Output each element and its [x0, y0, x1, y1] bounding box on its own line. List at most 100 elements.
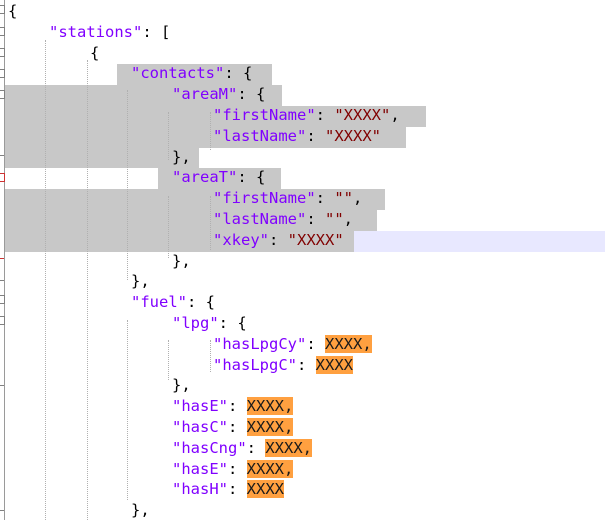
indent-guide: [127, 320, 128, 500]
selection-highlight: [5, 106, 426, 127]
code-line[interactable]: "contacts": {: [131, 63, 252, 84]
selection-highlight: [5, 147, 199, 169]
fold-toggle-icon[interactable]: [0, 90, 5, 99]
json-punctuation: {: [90, 43, 100, 62]
code-line[interactable]: },: [172, 147, 191, 168]
code-line[interactable]: "hasE": XXXX,: [172, 459, 294, 480]
json-punctuation: },: [172, 147, 191, 166]
indent-guide: [210, 112, 211, 150]
indent-guide: [210, 196, 211, 250]
json-punctuation: : {: [187, 293, 215, 312]
code-line[interactable]: "areaM": {: [172, 84, 265, 105]
selection-highlight: [5, 230, 354, 252]
fold-end-marker: [0, 155, 4, 156]
code-line[interactable]: "areaT": {: [172, 167, 265, 188]
json-punctuation: :: [315, 106, 335, 124]
code-line[interactable]: {: [90, 43, 99, 64]
indent-guide: [168, 340, 169, 380]
json-punctuation: :: [246, 438, 266, 457]
redacted-value: XXXX,: [246, 459, 294, 478]
current-line-highlight: [354, 230, 605, 252]
json-key: "stations": [49, 22, 143, 41]
code-line[interactable]: "lpg": {: [172, 313, 247, 334]
code-line[interactable]: "stations": [: [49, 22, 170, 43]
json-punctuation: :: [228, 480, 247, 499]
json-punctuation: :: [228, 418, 247, 436]
json-punctuation: },: [131, 272, 150, 291]
code-line[interactable]: "hasLpgC": XXXX: [213, 355, 353, 376]
json-punctuation: :: [306, 210, 325, 228]
fold-end-marker: [0, 258, 4, 259]
json-string: "XXXX": [334, 106, 391, 124]
json-punctuation: :: [269, 230, 288, 249]
json-punctuation: : [: [142, 22, 171, 41]
json-key: "firstName": [213, 189, 316, 208]
json-key: "hasE": [172, 459, 228, 478]
code-line[interactable]: {: [8, 1, 17, 22]
indent-guide: [168, 196, 169, 258]
json-punctuation: :: [306, 334, 325, 353]
json-key: "hasCng": [172, 438, 247, 457]
json-key: "firstName": [213, 106, 316, 124]
code-line[interactable]: "hasLpgCy": XXXX,: [213, 334, 372, 355]
redacted-value: XXXX,: [265, 438, 312, 457]
fold-toggle-icon[interactable]: [0, 5, 5, 14]
code-line[interactable]: },: [172, 375, 191, 396]
fold-toggle-icon[interactable]: [0, 316, 5, 325]
code-line[interactable]: "hasCng": XXXX,: [172, 438, 312, 459]
json-punctuation: :: [306, 126, 325, 145]
fold-toggle-icon[interactable]: [0, 27, 5, 36]
json-key: "lpg": [172, 314, 219, 332]
json-punctuation: ,: [343, 210, 354, 228]
code-line[interactable]: "lastName": "",: [213, 209, 353, 230]
code-line[interactable]: "fuel": {: [131, 292, 215, 313]
code-line[interactable]: },: [131, 500, 150, 521]
code-line[interactable]: },: [131, 271, 150, 292]
fold-gutter[interactable]: [0, 0, 5, 520]
json-key: "lastName": [213, 126, 307, 145]
selection-highlight: [5, 210, 377, 231]
indent-guide: [127, 90, 128, 280]
json-punctuation: :: [315, 189, 335, 208]
code-line[interactable]: "firstName": "",: [213, 188, 362, 209]
json-key: "areaM": [172, 85, 238, 104]
json-punctuation: : {: [237, 85, 266, 104]
json-punctuation: : {: [224, 64, 253, 83]
json-punctuation: },: [172, 376, 191, 395]
json-key: "fuel": [131, 293, 187, 312]
code-line[interactable]: "hasE": XXXX,: [172, 396, 294, 417]
code-line[interactable]: },: [172, 251, 191, 272]
fold-end-marker: [0, 385, 4, 386]
fold-end-marker: [0, 280, 4, 281]
json-punctuation: ,: [390, 106, 400, 124]
json-key: "hasC": [172, 418, 228, 436]
code-line[interactable]: "hasH": XXXX: [172, 479, 284, 500]
fold-toggle-icon[interactable]: [0, 295, 5, 304]
json-key: "hasH": [172, 480, 228, 499]
json-punctuation: :: [228, 459, 247, 478]
fold-toggle-icon[interactable]: [0, 48, 5, 57]
json-key: "hasLpgC": [213, 355, 297, 374]
redacted-value: XXXX,: [325, 334, 372, 353]
json-key: "lastName": [213, 210, 307, 228]
code-line[interactable]: "lastName": "XXXX": [213, 126, 381, 147]
fold-toggle-icon[interactable]: [0, 173, 5, 182]
fold-toggle-icon[interactable]: [0, 69, 5, 78]
json-key: "xkey": [213, 230, 269, 249]
redacted-value: XXXX: [315, 355, 353, 374]
json-string: "": [325, 210, 344, 228]
code-line[interactable]: "firstName": "XXXX",: [213, 105, 400, 126]
selection-highlight: [158, 168, 281, 190]
redacted-value: XXXX,: [246, 418, 294, 436]
code-line[interactable]: "hasC": XXXX,: [172, 417, 294, 438]
selection-highlight: [117, 64, 272, 86]
code-line[interactable]: "xkey": "XXXX": [213, 230, 344, 251]
json-string: "XXXX": [325, 126, 381, 145]
redacted-value: XXXX: [246, 480, 284, 499]
selection-highlight: [5, 189, 385, 210]
json-key: "areaT": [172, 168, 238, 187]
json-key: "hasE": [172, 397, 228, 416]
selection-highlight: [5, 85, 282, 106]
json-punctuation: ,: [353, 189, 363, 208]
